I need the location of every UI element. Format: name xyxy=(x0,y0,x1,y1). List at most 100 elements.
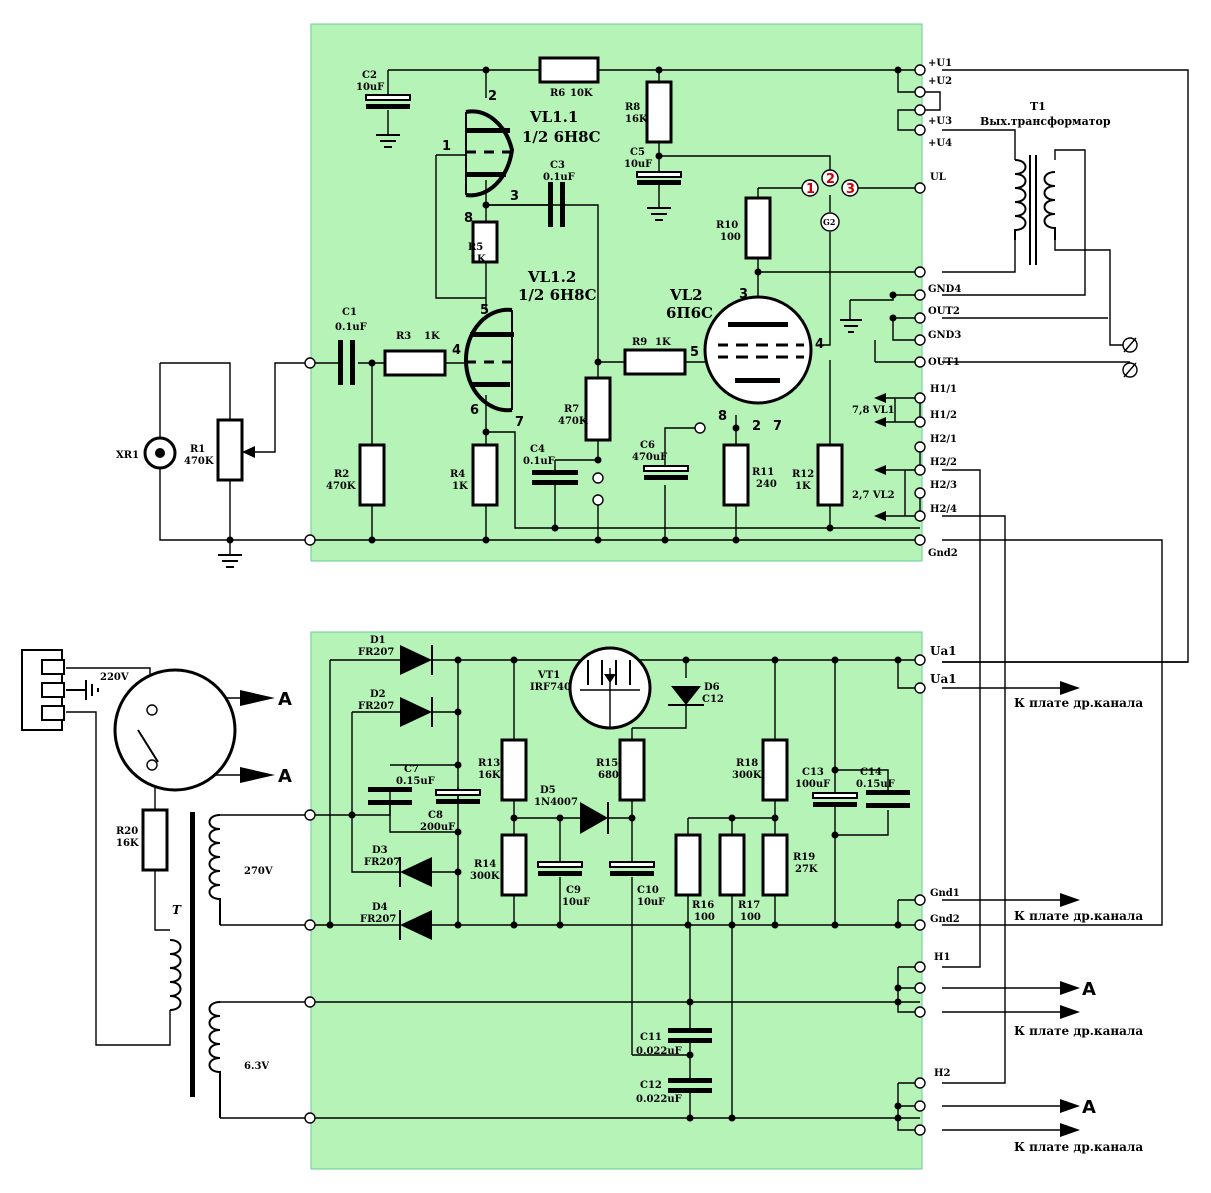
top-junctions xyxy=(226,66,902,544)
conn-out2: OUT2 xyxy=(928,306,960,317)
vl2-type: 6П6С xyxy=(666,304,713,322)
arrow-a-4: A xyxy=(1082,1097,1096,1118)
heater-vl1: 7,8 VL1 xyxy=(852,405,895,416)
conn-h23: H2/3 xyxy=(930,480,957,491)
other-channel-3: К плате др.канала xyxy=(1014,1024,1143,1038)
c4-val: 0.1uF xyxy=(523,456,555,467)
c7-val: 0.15uF xyxy=(396,776,435,787)
conn-gnd1: Gnd1 xyxy=(930,888,960,899)
d3-val: FR207 xyxy=(364,857,400,868)
r6-val: 10K xyxy=(570,88,593,99)
mains-voltage: 220V xyxy=(100,672,129,683)
r19-val: 27K xyxy=(795,864,818,875)
r11-val: 240 xyxy=(756,479,777,490)
heater-vl2: 2,7 VL2 xyxy=(852,490,895,501)
c8-name: C8 xyxy=(428,810,443,821)
transformer-t: T xyxy=(172,903,182,917)
c5-val: 10uF xyxy=(624,159,652,170)
r12-name: R12 xyxy=(792,469,814,480)
c3-val: 0.1uF xyxy=(543,172,575,183)
r14-val: 300K xyxy=(470,871,500,882)
r5-val: 1K xyxy=(470,254,486,265)
secondary-lv: 6.3V xyxy=(244,1061,269,1072)
r7-name: R7 xyxy=(564,404,579,415)
c4-name: C4 xyxy=(530,444,545,455)
d1-val: FR207 xyxy=(358,647,394,658)
top-terminals xyxy=(304,64,926,546)
r18-name: R18 xyxy=(736,758,758,769)
r2-val: 470K xyxy=(326,481,356,492)
c2-name: C2 xyxy=(362,70,377,81)
output-transformer xyxy=(1014,155,1056,265)
power-transformer xyxy=(169,812,221,1118)
mains-input xyxy=(21,649,237,792)
conn-u2: +U2 xyxy=(928,76,952,87)
vl12-type: 1/2 6Н8С xyxy=(518,286,597,304)
c11-name: C11 xyxy=(640,1032,662,1043)
vl2-pin-2: 2 xyxy=(752,419,761,434)
r17-name: R17 xyxy=(738,900,760,911)
r20-val: 16K xyxy=(116,838,139,849)
c8-val: 200uF xyxy=(420,822,455,833)
r16-name: R16 xyxy=(692,900,714,911)
d6-name: D6 xyxy=(704,682,720,693)
conn-h11: H1/1 xyxy=(930,384,957,395)
conn-h21: H2/1 xyxy=(930,434,957,445)
c12-val: 0.022uF xyxy=(636,1094,682,1105)
r16-val: 100 xyxy=(694,912,715,923)
vl2-pin-5: 5 xyxy=(690,345,699,360)
r18-val: 300K xyxy=(732,770,762,781)
r8-name: R8 xyxy=(625,102,640,113)
r5-name: R5 xyxy=(468,242,483,253)
c12-name: C12 xyxy=(640,1080,662,1091)
bottom-resistors xyxy=(141,738,789,897)
d4-val: FR207 xyxy=(360,914,396,925)
t1-desc: Вых.трансформатор xyxy=(980,115,1111,128)
d6-val: C12 xyxy=(702,694,724,705)
c6-val: 470uF xyxy=(632,452,667,463)
vl2-name: VL2 xyxy=(669,286,703,304)
r10-val: 100 xyxy=(720,232,741,243)
r1-val: 470K xyxy=(184,456,214,467)
c14-val: 0.15uF xyxy=(856,779,895,790)
r1-name: R1 xyxy=(190,444,205,455)
vt1-val: IRF740 xyxy=(530,682,571,693)
top-capacitors xyxy=(338,94,689,485)
r19-name: R19 xyxy=(793,852,815,863)
vl11-pin-1: 1 xyxy=(442,139,451,154)
vl11-type: 1/2 6Н8С xyxy=(522,128,601,146)
r6-name: R6 xyxy=(550,88,565,99)
conn-gnd3: GND3 xyxy=(928,330,961,341)
r11-name: R11 xyxy=(752,467,774,478)
conn-ul: UL xyxy=(930,172,946,183)
vl12-pin-5: 5 xyxy=(480,303,489,318)
conn-gnd2-bottom: Gnd2 xyxy=(930,914,960,925)
bottom-terminals xyxy=(304,654,926,1136)
c3-name: C3 xyxy=(550,160,565,171)
tube-vl11 xyxy=(465,109,515,198)
r12-val: 1K xyxy=(795,481,811,492)
conn-ua1-a: Ua1 xyxy=(930,644,957,658)
c9-name: C9 xyxy=(566,885,581,896)
d5-val: 1N4007 xyxy=(534,797,578,808)
vl12-pin-6: 6 xyxy=(470,403,479,418)
c13-val: 100uF xyxy=(795,779,830,790)
c2-val: 10uF xyxy=(356,82,384,93)
c7-name: C7 xyxy=(404,764,419,775)
heater-arrows xyxy=(874,393,886,521)
d5-name: D5 xyxy=(540,785,556,796)
conn-u3: +U3 xyxy=(928,116,952,127)
ul-marker-g2: G2 xyxy=(823,217,835,227)
vl2-pin-3: 3 xyxy=(739,287,748,302)
ul-marker-1: 1 xyxy=(806,182,815,197)
conn-out1: OUT1 xyxy=(928,357,960,368)
labels-bottom: D1 FR207 D2 FR207 D3 FR207 D4 FR207 D5 1… xyxy=(100,635,1143,1154)
r15-val: 680 xyxy=(598,770,619,781)
d2-name: D2 xyxy=(370,689,386,700)
vl12-name: VL1.2 xyxy=(527,268,576,286)
r13-name: R13 xyxy=(478,758,500,769)
r14-name: R14 xyxy=(474,859,496,870)
vl11-pin-8: 8 xyxy=(464,211,473,226)
conn-h1: H1 xyxy=(934,952,950,963)
